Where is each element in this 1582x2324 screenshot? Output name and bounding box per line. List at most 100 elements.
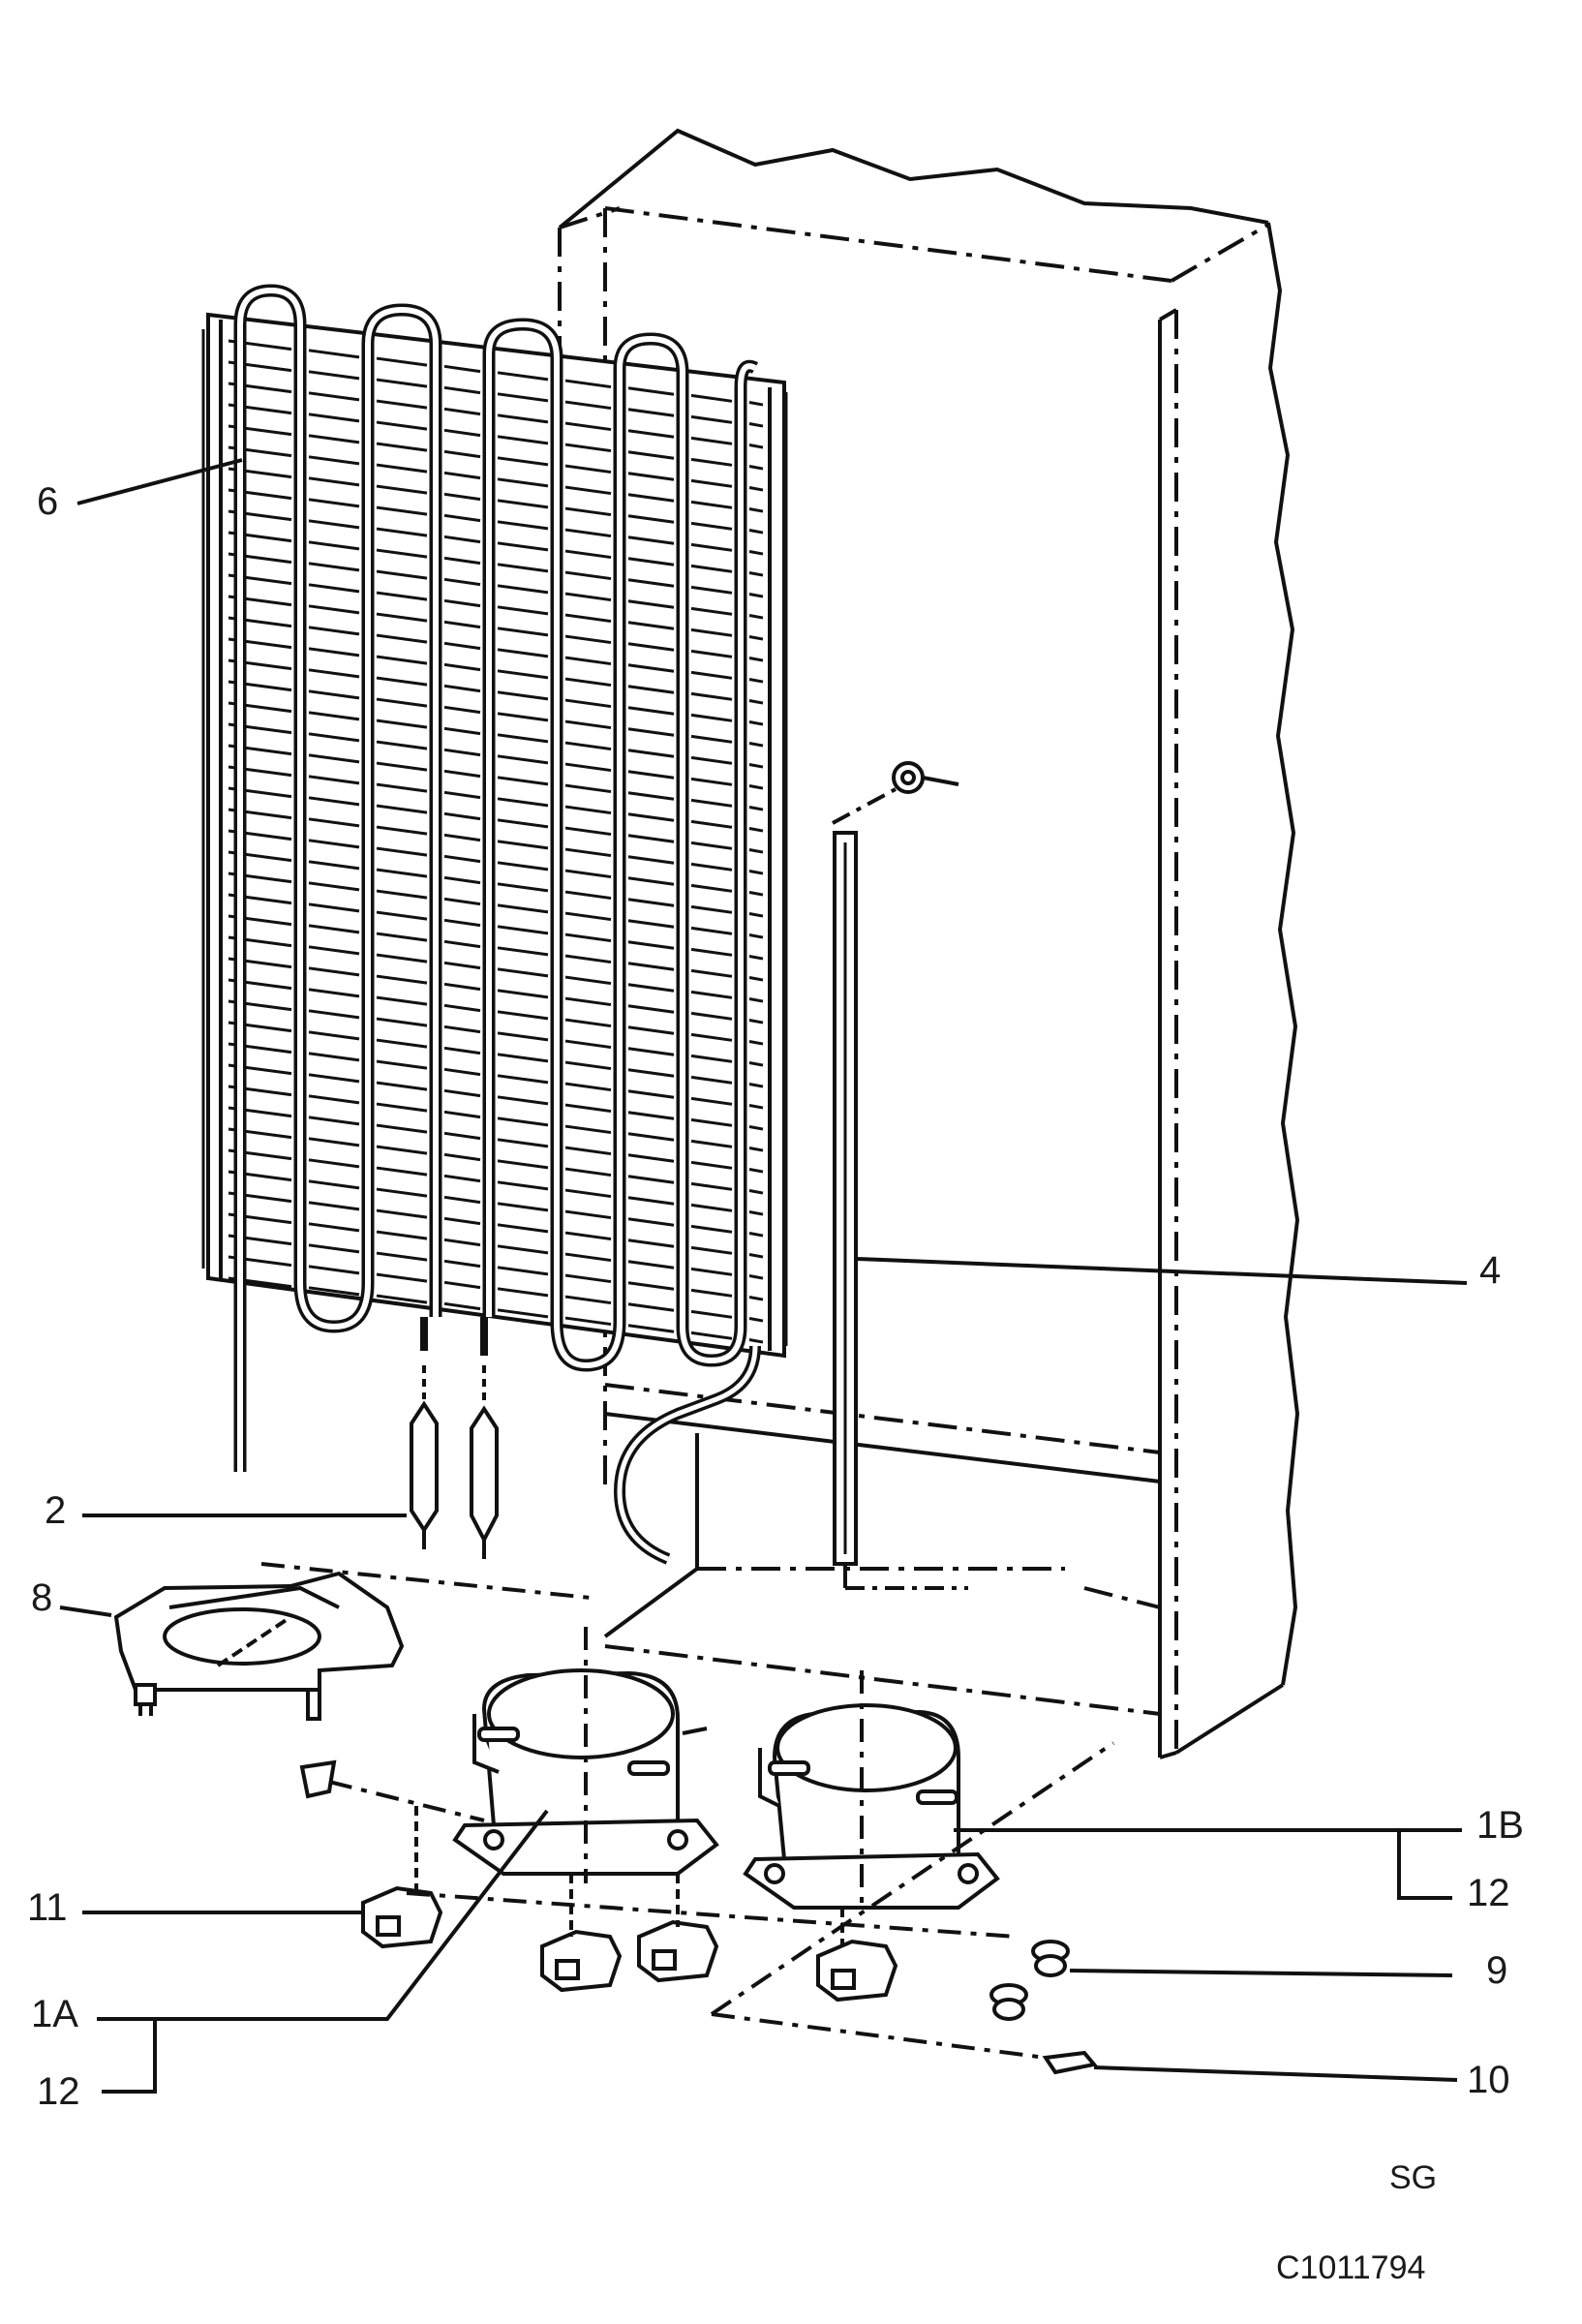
- hatch-line: [497, 499, 549, 509]
- hatch-line: [748, 635, 764, 641]
- hatch-line: [748, 1253, 764, 1259]
- hatch-line: [308, 1179, 360, 1190]
- hatch-line: [376, 569, 428, 580]
- hatch-line: [690, 1181, 733, 1191]
- hatch-line: [308, 626, 360, 636]
- hatch-line: [748, 550, 764, 556]
- hatch-line: [376, 527, 428, 537]
- hatch-line: [627, 834, 675, 843]
- hatch-line: [376, 782, 428, 793]
- hatch-line: [376, 655, 428, 665]
- hatch-line: [748, 1083, 764, 1088]
- hatch-line: [308, 689, 360, 700]
- hatch-line: [564, 1060, 612, 1071]
- hatch-line: [564, 954, 612, 964]
- hatch-line: [497, 1159, 549, 1170]
- hatch-line: [308, 966, 360, 977]
- hatch-line: [627, 855, 675, 865]
- hatch-line: [748, 401, 764, 407]
- hatch-line: [748, 699, 764, 705]
- hatch-line: [564, 1124, 612, 1135]
- hatch-line: [748, 806, 764, 811]
- hatch-line: [627, 919, 675, 929]
- hatch-line: [376, 1166, 428, 1177]
- hatch-line: [443, 598, 481, 608]
- hatch-line: [690, 542, 733, 552]
- hatch-line: [308, 1094, 360, 1105]
- hatch-line: [627, 749, 675, 758]
- clip-part-10: [710, 1741, 1115, 2075]
- hatch-line: [690, 862, 733, 872]
- hatch-line: [308, 562, 360, 572]
- hatch-line: [308, 1201, 360, 1211]
- hatch-line: [497, 371, 549, 382]
- compressor-1a: [452, 1627, 719, 1883]
- hatch-line: [376, 846, 428, 857]
- callout-8: 8: [31, 1576, 53, 1619]
- hatch-line: [627, 1153, 675, 1163]
- hatch-line: [497, 1010, 549, 1021]
- hatch-line: [564, 464, 612, 474]
- hatch-line: [443, 385, 481, 395]
- hatch-line: [376, 676, 428, 687]
- hatch-line: [690, 691, 733, 701]
- hatch-line: [564, 805, 612, 815]
- hatch-line: [308, 1286, 360, 1297]
- hatch-line: [497, 1202, 549, 1212]
- hatch-line: [443, 364, 481, 374]
- hatch-line: [376, 761, 428, 772]
- hatch-line: [564, 528, 612, 538]
- hatch-line: [564, 1231, 612, 1241]
- hatch-line: [376, 1059, 428, 1070]
- hatch-line: [564, 1018, 612, 1028]
- hatch-line: [564, 933, 612, 943]
- hatch-line: [627, 408, 675, 417]
- hatch-line: [748, 1317, 764, 1323]
- hatch-line: [748, 1210, 764, 1216]
- hatch-line: [690, 734, 733, 744]
- hatch-line: [376, 591, 428, 601]
- hatch-line: [627, 685, 675, 694]
- hatch-line: [376, 356, 428, 367]
- hatch-line: [376, 1251, 428, 1262]
- hatch-line: [497, 1223, 549, 1234]
- hatch-line: [308, 796, 360, 807]
- hatch-line: [690, 627, 733, 637]
- hatch-line: [376, 1294, 428, 1304]
- hatch-line: [564, 1103, 612, 1114]
- hatch-line: [690, 990, 733, 999]
- hatch-line: [308, 455, 360, 466]
- hatch-line: [627, 642, 675, 652]
- hatch-line: [748, 933, 764, 939]
- hatch-line: [627, 1175, 675, 1184]
- hatch-line: [690, 755, 733, 765]
- hatch-line: [627, 514, 675, 524]
- hatch-line: [497, 1074, 549, 1085]
- hatch-line: [627, 429, 675, 439]
- hatch-line: [748, 529, 764, 535]
- hatch-line: [443, 662, 481, 672]
- hatch-line: [376, 1187, 428, 1198]
- hatch-line: [564, 570, 612, 581]
- callout-4: 4: [1479, 1249, 1502, 1292]
- hatch-line: [748, 1040, 764, 1046]
- hatch-line: [748, 1232, 764, 1238]
- hatch-line: [564, 1209, 612, 1220]
- hatch-line: [627, 1132, 675, 1142]
- hatch-line: [564, 613, 612, 624]
- hatch-line: [627, 706, 675, 716]
- hatch-line: [443, 428, 481, 438]
- hatch-line: [443, 1131, 481, 1141]
- hatch-line: [443, 1280, 481, 1290]
- hatch-line: [443, 1259, 481, 1269]
- hatch-line: [443, 790, 481, 800]
- hatch-line: [690, 1267, 733, 1276]
- hatch-line: [564, 1295, 612, 1305]
- hatch-line: [748, 827, 764, 833]
- hatch-line: [627, 812, 675, 822]
- hatch-line: [690, 1011, 733, 1021]
- hatch-line: [376, 932, 428, 942]
- hatch-line: [690, 1330, 733, 1340]
- hatch-line: [308, 753, 360, 764]
- hatch-line: [376, 719, 428, 729]
